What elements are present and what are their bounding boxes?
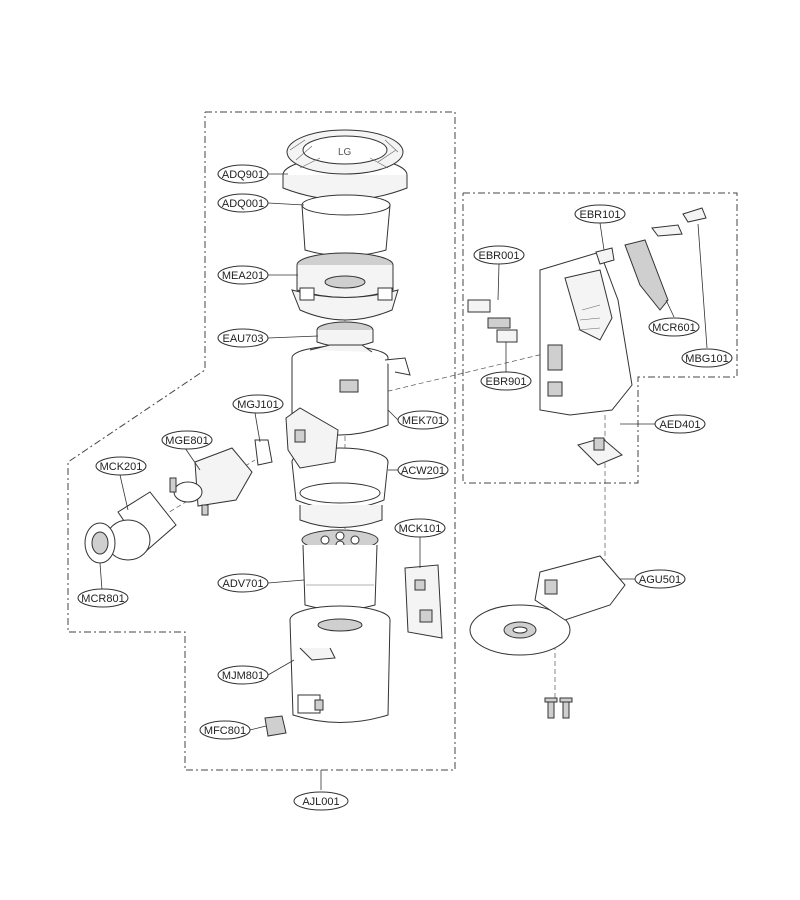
label-text-ADV701: ADV701 (223, 578, 264, 590)
label-text-MCR801: MCR801 (81, 593, 124, 605)
motor-part (291, 252, 399, 321)
switch-ebr001-part (467, 299, 511, 329)
pcb-bracket-part (404, 564, 443, 639)
label-text-EBR101: EBR101 (580, 209, 621, 221)
label-text-AGU501: AGU501 (639, 574, 681, 586)
motor-ring-part (316, 321, 374, 348)
label-AJL001: AJL001 (293, 791, 349, 811)
label-text-ACW201: ACW201 (401, 465, 445, 477)
latch-part (264, 715, 287, 737)
label-text-MEK701: MEK701 (402, 415, 444, 427)
label-MEA201: MEA201 (217, 265, 269, 285)
label-ADQ901: ADQ901 (217, 164, 269, 184)
nozzle-assembly-part (169, 447, 253, 516)
gasket-part (254, 439, 273, 466)
label-MCK101: MCK101 (394, 518, 446, 538)
label-MCR601: MCR601 (648, 317, 700, 337)
motor-housing-part (291, 344, 411, 436)
leader-lines (99, 173, 708, 790)
main-assembly-boundary (67, 111, 456, 771)
label-text-MEA201: MEA201 (222, 270, 264, 282)
dust-bin-part (289, 605, 391, 723)
filter-cap-part: LG (282, 129, 408, 201)
label-EBR901: EBR901 (480, 371, 532, 391)
label-ACW201: ACW201 (397, 460, 449, 480)
base-screw-left-part (544, 697, 558, 719)
nozzle-ring-part (84, 522, 116, 564)
label-text-EAU703: EAU703 (223, 333, 264, 345)
label-text-MJM801: MJM801 (222, 670, 264, 682)
label-MCR801: MCR801 (77, 588, 129, 608)
label-text-MFC801: MFC801 (204, 725, 246, 737)
switch-ebr101-part (595, 247, 615, 265)
label-text-AJL001: AJL001 (302, 796, 339, 808)
label-text-MGJ101: MGJ101 (237, 399, 279, 411)
label-text-MBG101: MBG101 (685, 353, 728, 365)
handle-body-part (539, 251, 633, 416)
label-MFC801: MFC801 (199, 720, 251, 740)
label-text-MCK101: MCK101 (399, 523, 442, 535)
switch-ebr901-part (496, 329, 518, 343)
label-text-ADQ001: ADQ001 (222, 198, 264, 210)
base-station-part (469, 555, 626, 656)
label-MEK701: MEK701 (397, 410, 449, 430)
label-MBG101: MBG101 (681, 348, 733, 368)
connection-dash-handle (371, 349, 561, 396)
label-text-MCK201: MCK201 (100, 461, 143, 473)
label-EAU703: EAU703 (217, 328, 269, 348)
cyclone-part (301, 529, 379, 611)
label-MGE801: MGE801 (161, 430, 213, 450)
label-text-MCR601: MCR601 (652, 322, 695, 334)
label-EBR001: EBR001 (473, 245, 525, 265)
label-text-AED401: AED401 (660, 419, 701, 431)
label-AGU501: AGU501 (634, 569, 686, 589)
label-text-ADQ901: ADQ901 (222, 169, 264, 181)
handle-screw-part (682, 207, 707, 223)
label-MJM801: MJM801 (217, 665, 269, 685)
label-ADQ001: ADQ001 (217, 193, 269, 213)
label-MGJ101: MGJ101 (232, 394, 284, 414)
nozzle-part (105, 491, 177, 561)
label-ADV701: ADV701 (217, 573, 269, 593)
label-AED401: AED401 (654, 414, 706, 434)
label-EBR101: EBR101 (574, 204, 626, 224)
label-text-EBR001: EBR001 (479, 250, 520, 262)
label-MCK201: MCK201 (95, 456, 147, 476)
handle-cap-part (651, 224, 683, 237)
battery-connector-part (577, 437, 623, 466)
label-text-EBR901: EBR901 (486, 376, 527, 388)
handle-assembly-boundary (462, 192, 738, 484)
label-text-MGE801: MGE801 (165, 435, 208, 447)
base-screw-right-part (559, 697, 573, 719)
logo-text: LG (338, 147, 352, 158)
filter-cylinder-part (301, 194, 391, 257)
handle-cover-part (624, 239, 669, 311)
side-bracket-part (285, 407, 339, 469)
